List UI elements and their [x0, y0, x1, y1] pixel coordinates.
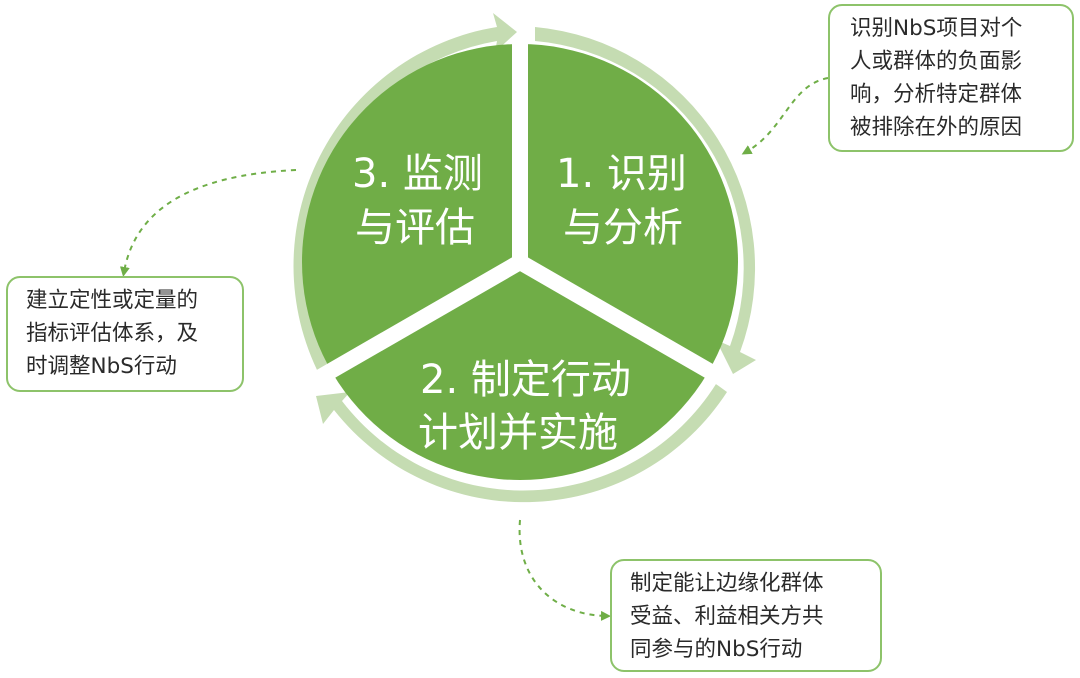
note-action: 制定能让边缘化群体 受益、利益相关方共 同参与的NbS行动	[610, 559, 882, 672]
note-identify-line: 人或群体的负面影	[850, 49, 1023, 74]
note-identify-line: 被排除在外的原因	[850, 115, 1023, 140]
note-action-line: 同参与的NbS行动	[630, 637, 803, 662]
separator-left	[306, 255, 524, 390]
sector-monitor-line2: 与评估	[355, 205, 475, 251]
cycle-arrow-monitor	[293, 13, 517, 376]
note-identify-line: 响，分析特定群体	[850, 82, 1023, 107]
note-monitor-line: 指标评估体系，及	[26, 321, 199, 346]
note-identify-line: 识别NbS项目对个	[850, 16, 1023, 41]
cycle-arrow-identify	[535, 27, 756, 374]
note-identify: 识别NbS项目对个 人或群体的负面影 响，分析特定群体 被排除在外的原因	[828, 4, 1074, 152]
connector-monitor	[119, 169, 297, 277]
connector-action	[518, 519, 611, 621]
connector-identify	[741, 77, 829, 155]
note-action-line: 受益、利益相关方共	[630, 604, 824, 629]
sector-monitor-line1: 3. 监测	[352, 151, 483, 197]
separator-right	[516, 255, 734, 390]
cycle-arrow-plan	[316, 384, 727, 503]
note-monitor: 建立定性或定量的 指标评估体系，及 时调整NbS行动	[6, 276, 244, 392]
sector-identify-line1: 1. 识别	[556, 151, 687, 197]
sector-plan-line2: 计划并实施	[418, 410, 618, 456]
note-monitor-line: 时调整NbS行动	[26, 354, 177, 379]
sector-plan-line1: 2. 制定行动	[420, 357, 631, 403]
sector-identify-line2: 与分析	[563, 205, 683, 251]
note-action-line: 制定能让边缘化群体	[630, 571, 824, 596]
note-monitor-line: 建立定性或定量的	[26, 288, 199, 313]
